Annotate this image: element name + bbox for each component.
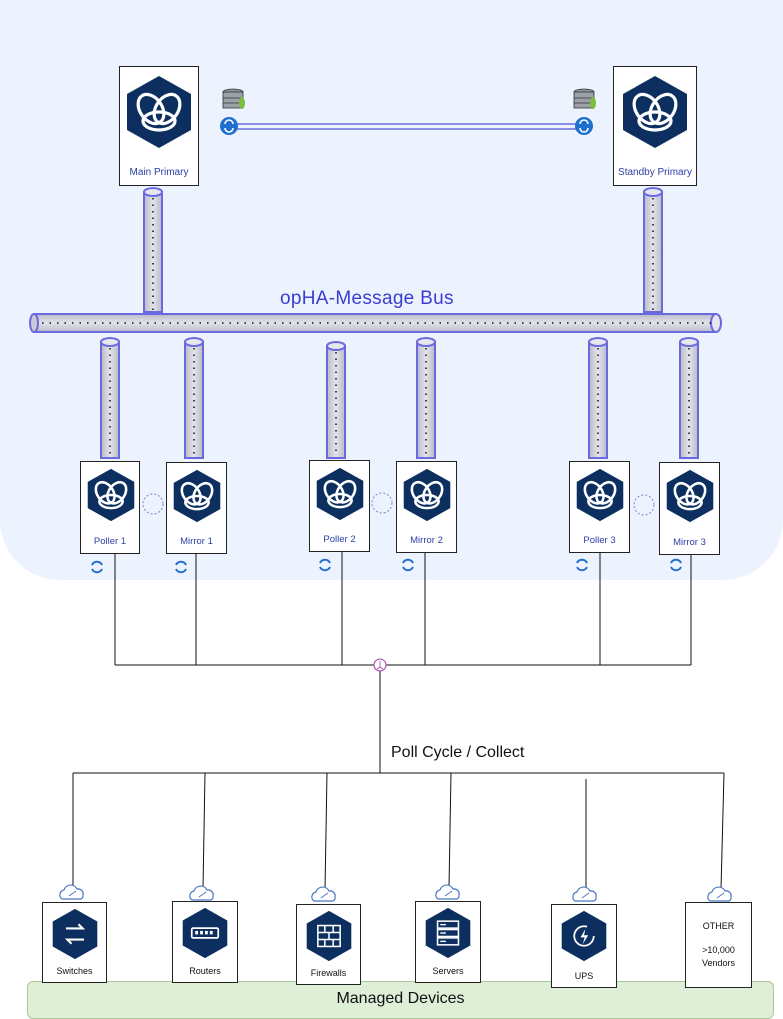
device-switches[interactable]: Switches xyxy=(42,902,107,983)
poller-3-label: Poller 3 xyxy=(583,535,616,546)
database-icon-main xyxy=(222,88,245,109)
hub-icon xyxy=(373,658,387,672)
device-firewalls[interactable]: Firewalls xyxy=(296,904,361,985)
switches-icon xyxy=(52,908,98,960)
poller-1-node[interactable]: Poller 1 xyxy=(80,461,140,554)
device-other[interactable]: OTHER >10,000 Vendors xyxy=(685,902,752,988)
poller-2-node[interactable]: Poller 2 xyxy=(309,460,370,552)
poller-1-label: Poller 1 xyxy=(93,536,127,547)
device-ups[interactable]: UPS xyxy=(551,904,617,988)
mirror-3-node[interactable]: Mirror 3 xyxy=(659,462,720,555)
device-label: Firewalls xyxy=(310,968,347,978)
pipe-main-primary xyxy=(143,187,163,313)
other-line-2: Vendors xyxy=(701,958,736,968)
mirror-3-label: Mirror 3 xyxy=(673,537,706,548)
device-routers[interactable]: Routers xyxy=(172,901,238,983)
firewall-icon xyxy=(306,910,352,962)
mirror-1-label: Mirror 1 xyxy=(180,536,213,547)
opha-hex-icon xyxy=(623,76,687,148)
standby-primary-node[interactable]: Standby Primary xyxy=(613,66,697,186)
poller-2-label: Poller 2 xyxy=(323,534,356,545)
device-label: UPS xyxy=(574,971,594,981)
managed-devices-bar: Managed Devices xyxy=(27,981,774,1019)
poller-3-node[interactable]: Poller 3 xyxy=(569,461,630,553)
device-label: Servers xyxy=(432,966,464,976)
collection-wiring xyxy=(72,551,725,891)
message-bus-pipe xyxy=(29,313,722,333)
opha-hex-icon xyxy=(316,467,364,521)
opha-hex-icon xyxy=(127,76,191,148)
routers-icon xyxy=(182,907,228,959)
poller-pipes xyxy=(100,337,699,459)
main-primary-node[interactable]: Main Primary xyxy=(119,66,199,186)
mirror-2-label: Mirror 2 xyxy=(410,535,443,546)
ups-icon xyxy=(561,910,607,962)
other-title: OTHER xyxy=(702,921,735,931)
standby-primary-label: Standby Primary xyxy=(618,167,692,178)
device-servers[interactable]: Servers xyxy=(415,901,481,983)
opha-hex-icon xyxy=(87,468,135,522)
poll-cycle-label: Poll Cycle / Collect xyxy=(391,744,525,761)
servers-icon xyxy=(425,907,471,959)
opha-hex-icon xyxy=(576,468,624,522)
cloud-icons xyxy=(59,884,732,902)
device-label: Switches xyxy=(56,966,93,976)
database-icon-standby xyxy=(573,88,596,109)
message-bus-label: opHA-Message Bus xyxy=(280,288,454,309)
mirror-links xyxy=(142,492,655,516)
replication-link xyxy=(230,123,584,130)
managed-devices-label: Managed Devices xyxy=(336,990,465,1007)
sync-badge-main xyxy=(220,117,238,135)
opha-hex-icon xyxy=(173,469,221,523)
device-label: Routers xyxy=(189,966,221,976)
opha-hex-icon xyxy=(403,468,451,522)
sync-icons xyxy=(91,558,682,574)
other-line-1: >10,000 xyxy=(702,945,735,955)
mirror-2-node[interactable]: Mirror 2 xyxy=(396,461,457,553)
main-primary-label: Main Primary xyxy=(129,167,189,178)
pipe-standby-primary xyxy=(643,187,663,313)
opha-hex-icon xyxy=(666,469,714,523)
sync-badge-standby xyxy=(575,117,593,135)
mirror-1-node[interactable]: Mirror 1 xyxy=(166,462,227,554)
